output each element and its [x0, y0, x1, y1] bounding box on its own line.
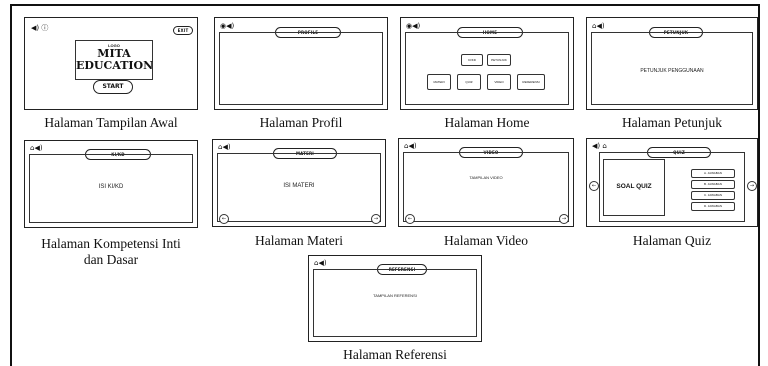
home-content-area [405, 32, 569, 105]
quiz-option-d[interactable]: D. JAWABAN [691, 202, 735, 211]
title-line1: MITA [97, 47, 131, 60]
caption-referensi: Halaman Referensi [343, 347, 447, 362]
profil-content-area [219, 32, 383, 105]
next-arrow-icon[interactable]: → [371, 214, 381, 224]
caption-tampilan-awal: Halaman Tampilan Awal [44, 115, 178, 130]
next-arrow-icon[interactable]: → [747, 181, 757, 191]
nav-icons: ◀) ⌂ [592, 142, 607, 150]
nav-icons: ⌂◀) [404, 142, 417, 150]
caption-profil: Halaman Profil [259, 115, 343, 130]
start-button[interactable]: START [93, 80, 133, 94]
caption-home: Halaman Home [444, 115, 530, 130]
prev-arrow-icon[interactable]: ← [219, 214, 229, 224]
petunjuk-content-area [591, 32, 753, 105]
home-button-materi[interactable]: MATERI [427, 74, 451, 90]
caption-petunjuk: Halaman Petunjuk [621, 115, 723, 130]
kikd-content-area [29, 154, 193, 223]
caption-kikd-line1: Halaman Kompetensi Inti [41, 236, 181, 251]
home-button-video[interactable]: VIDEO [487, 74, 511, 90]
home-button-petunjuk[interactable]: PETUNJUK [487, 54, 511, 66]
materi-content-area [217, 153, 381, 222]
nav-icons: ◉◀) [220, 22, 235, 30]
screen-petunjuk: ⌂◀) PETUNJUK PETUNJUK PENGGUNAAN [586, 17, 758, 110]
prev-arrow-icon[interactable]: ← [405, 214, 415, 224]
exit-button[interactable]: EXIT [173, 26, 193, 35]
quiz-option-b[interactable]: B. JAWABAN [691, 180, 735, 189]
video-content-area [403, 152, 569, 222]
home-button-referensi[interactable]: REFERENSI [517, 74, 545, 90]
logo-label: LOGO [108, 43, 120, 48]
nav-icons: ⌂◀) [314, 259, 327, 267]
home-button-quiz[interactable]: QUIZ [457, 74, 481, 90]
caption-kikd: Halaman Kompetensi Inti dan Dasar [20, 236, 202, 268]
screen-tampilan-awal: ◀) ⓘ EXIT LOGO MITA EDUCATION START [24, 17, 198, 110]
title-line2: EDUCATION [76, 59, 154, 72]
kikd-content: ISI KI/KD [98, 184, 124, 190]
caption-video: Halaman Video [443, 233, 529, 248]
caption-materi: Halaman Materi [254, 233, 344, 248]
materi-content: ISI MATERI [283, 183, 315, 189]
nav-icons: ⌂◀) [592, 22, 605, 30]
caption-kikd-line2: dan Dasar [83, 252, 139, 267]
prev-arrow-icon[interactable]: ← [589, 181, 599, 191]
diagram-frame [10, 4, 760, 366]
referensi-content-area [313, 269, 477, 337]
screen-kikd: ⌂◀) KI/KD ISI KI/KD [24, 140, 198, 228]
screen-materi: ⌂◀) MATERI ISI MATERI ← → [212, 139, 386, 227]
petunjuk-content: PETUNJUK PENGGUNAAN [640, 68, 704, 74]
app-title-box: LOGO MITA EDUCATION [75, 40, 153, 80]
caption-quiz: Halaman Quiz [632, 233, 712, 248]
screen-profil: ◉◀) PROFILE [214, 17, 388, 110]
next-arrow-icon[interactable]: → [559, 214, 569, 224]
quiz-question: SOAL QUIZ [616, 183, 652, 190]
sound-info-icons: ◀) ⓘ [31, 24, 49, 32]
screen-home: ◉◀) HOME KI/KD PETUNJUK MATERI QUIZ VIDE… [400, 17, 574, 110]
nav-icons: ⌂◀) [218, 143, 231, 151]
quiz-option-c[interactable]: C. JAWABAN [691, 191, 735, 200]
video-content: TAMPILAN VIDEO [469, 175, 503, 180]
nav-icons: ⌂◀) [30, 144, 43, 152]
referensi-content: TAMPILAN REFERENSI [373, 293, 417, 298]
quiz-option-a[interactable]: A. JAWABAN [691, 169, 735, 178]
screen-quiz: ◀) ⌂ QUIZ SOAL QUIZ A. JAWABAN B. JAWABA… [586, 138, 758, 227]
screen-video: ⌂◀) VIDEO TAMPILAN VIDEO ← → [398, 138, 574, 227]
quiz-content-area [599, 152, 745, 222]
home-button-kikd[interactable]: KI/KD [461, 54, 483, 66]
screen-referensi: ⌂◀) REFERENSI TAMPILAN REFERENSI [308, 255, 482, 342]
quiz-question-box [603, 159, 665, 216]
nav-icons: ◉◀) [406, 22, 421, 30]
